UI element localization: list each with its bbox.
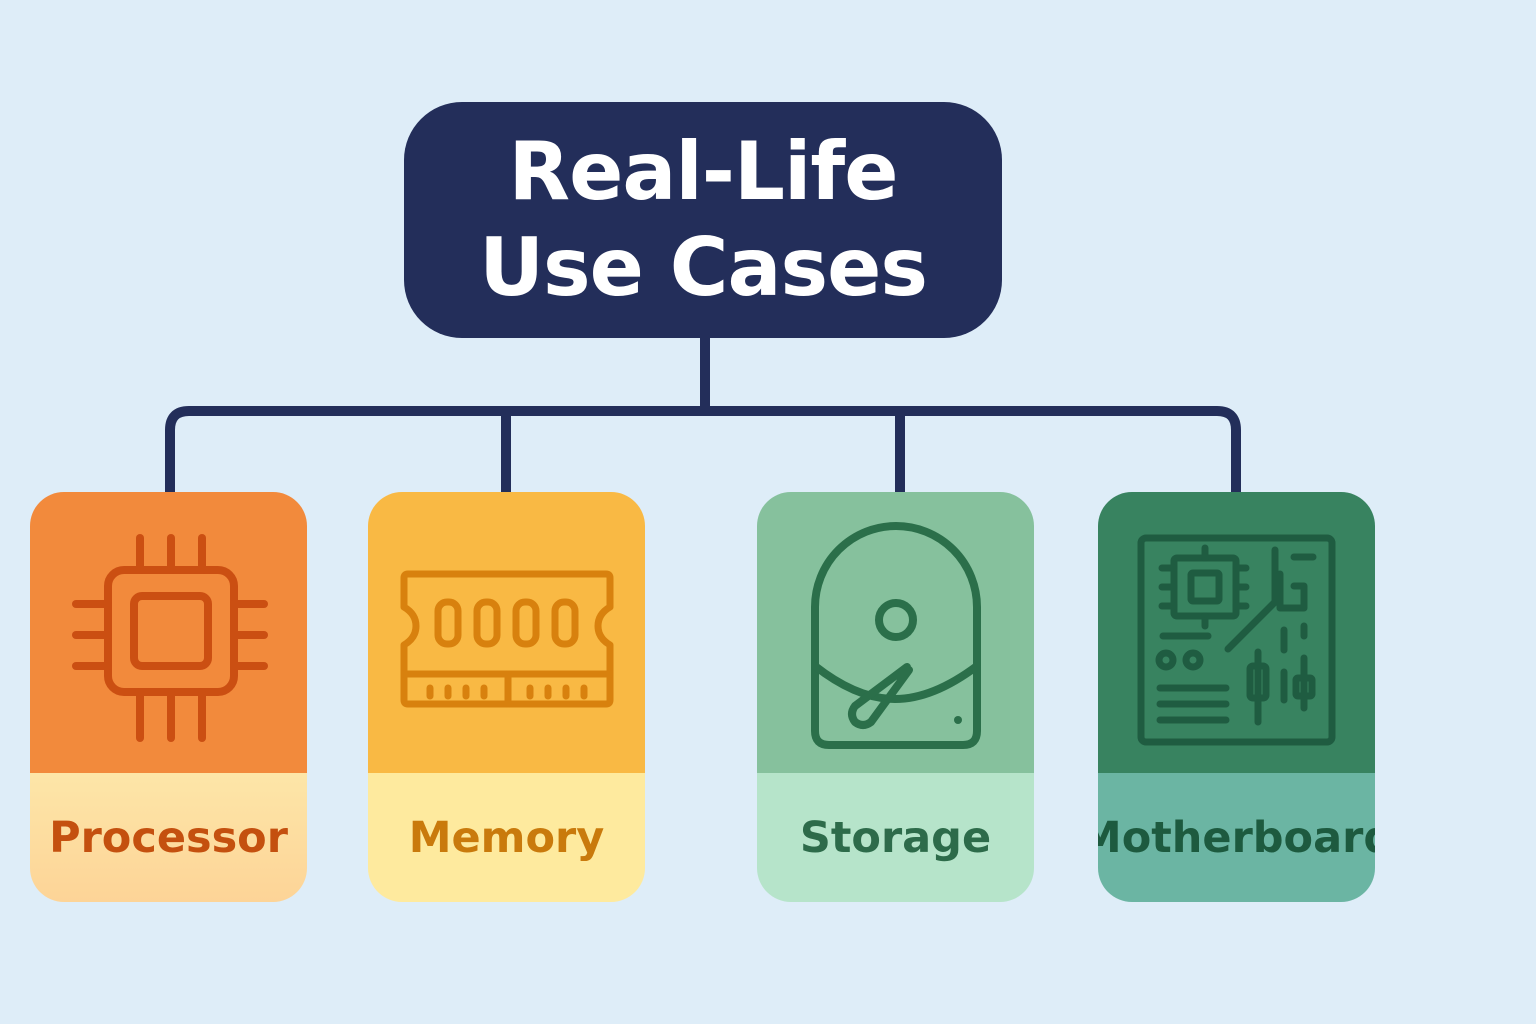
cpu-chip-icon [72, 534, 268, 742]
hard-drive-icon [811, 522, 981, 749]
motherboard-label: Motherboard [1098, 812, 1375, 863]
processor-label: Processor [49, 812, 288, 863]
memory-card-footer: Memory [368, 773, 645, 902]
storage-card: Storage [757, 492, 1034, 902]
motherboard-icon [1137, 534, 1336, 746]
motherboard-card: Motherboard [1098, 492, 1375, 902]
storage-label: Storage [799, 812, 992, 863]
ram-module-icon [400, 570, 614, 708]
connector-bus [165, 406, 1241, 492]
processor-card: Processor [30, 492, 307, 902]
memory-label: Memory [408, 812, 605, 863]
title-line-2: Use Cases [479, 221, 928, 314]
motherboard-card-footer: Motherboard [1098, 773, 1375, 902]
storage-card-footer: Storage [757, 773, 1034, 902]
storage-card-top [757, 492, 1034, 773]
memory-card: Memory [368, 492, 645, 902]
title-box: Real-Life Use Cases [404, 102, 1002, 338]
processor-card-footer: Processor [30, 773, 307, 902]
title-line-1: Real-Life [508, 125, 899, 218]
